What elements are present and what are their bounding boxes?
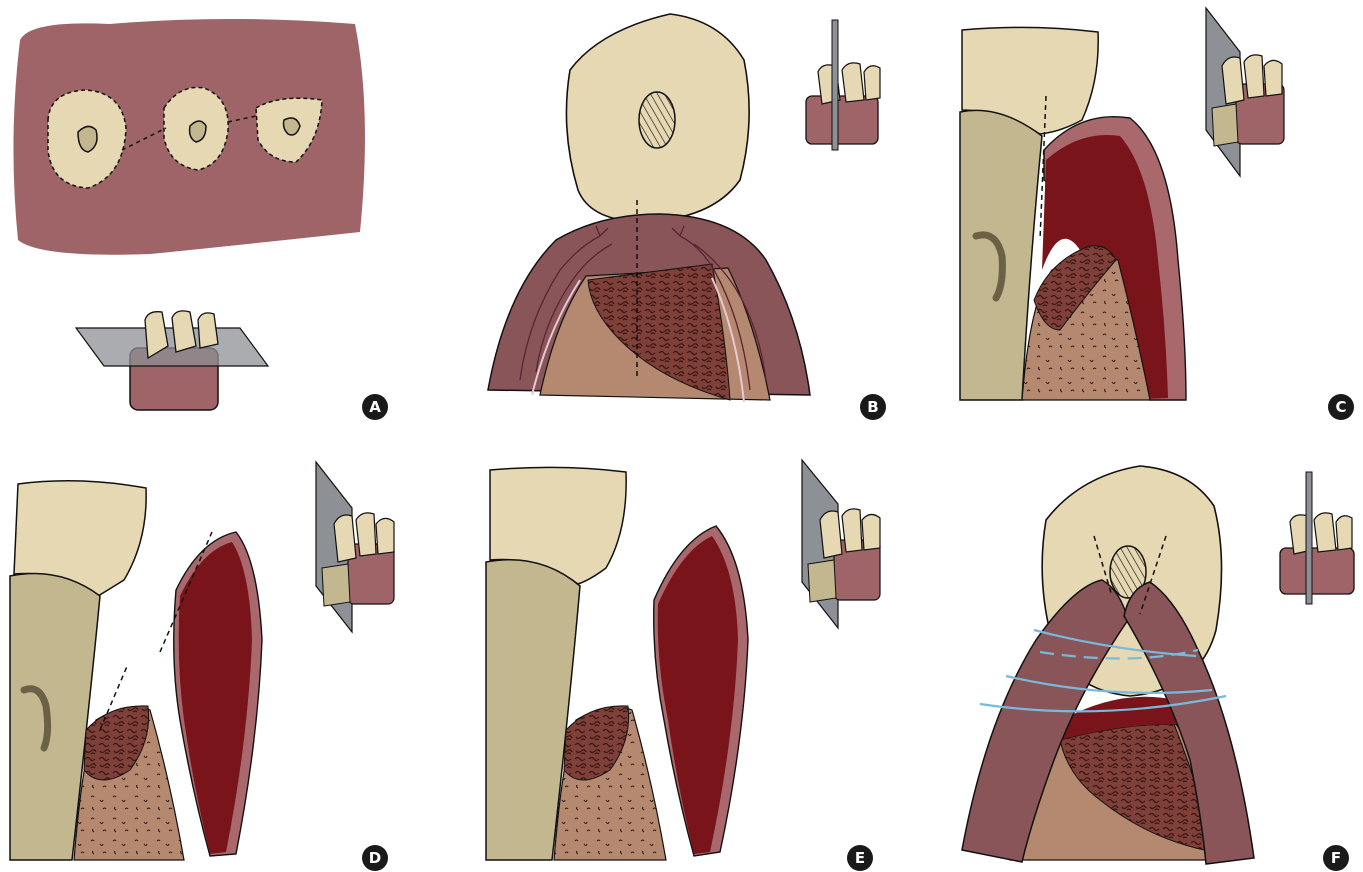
section-plane-thumbnail — [1206, 8, 1284, 176]
section-plane-thumbnail — [316, 462, 394, 632]
svg-text:D: D — [369, 849, 381, 867]
panel-label-b: B — [860, 394, 886, 420]
svg-text:C: C — [1335, 398, 1346, 416]
panel-label-d: D — [362, 845, 388, 871]
root-canal-hatched — [639, 92, 675, 148]
svg-text:F: F — [1331, 849, 1341, 867]
panel-a: A — [13, 19, 388, 420]
panel-c: C — [960, 8, 1354, 420]
panel-label-c: C — [1328, 394, 1354, 420]
section-plane-thumbnail — [802, 460, 880, 628]
section-plane-thumbnail — [76, 311, 268, 410]
panel-e: E — [486, 460, 880, 871]
svg-text:B: B — [867, 398, 878, 416]
svg-text:E: E — [855, 849, 865, 867]
panel-label-e: E — [847, 845, 873, 871]
section-plane-thumbnail — [806, 20, 880, 150]
section-plane-thumbnail — [1280, 472, 1354, 604]
panel-label-a: A — [362, 394, 388, 420]
panel-d: D — [10, 462, 394, 871]
panel-label-f: F — [1323, 845, 1349, 871]
panel-f: F — [962, 466, 1354, 871]
panel-b: B — [488, 14, 886, 420]
svg-text:A: A — [369, 398, 381, 416]
